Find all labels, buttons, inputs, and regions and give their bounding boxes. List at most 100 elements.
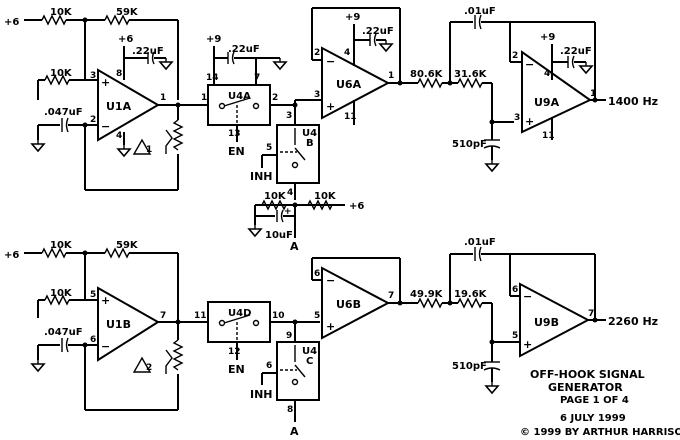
svg-text:B: B xyxy=(306,138,314,149)
svg-text:.22uF: .22uF xyxy=(362,26,394,37)
svg-text:.01uF: .01uF xyxy=(464,6,496,17)
svg-text:12: 12 xyxy=(228,347,241,357)
svg-text:2: 2 xyxy=(90,115,96,125)
svg-text:10uF: 10uF xyxy=(265,230,293,241)
inh-bottom: INH xyxy=(250,388,273,401)
c047-top-label: .047uF xyxy=(44,107,83,118)
title-copyright: © 1999 BY ARTHUR HARRISON xyxy=(520,427,680,438)
svg-text:10K: 10K xyxy=(50,288,73,299)
svg-text:+: + xyxy=(525,115,534,128)
svg-text:.047uF: .047uF xyxy=(44,327,83,338)
svg-text:6: 6 xyxy=(266,361,272,371)
svg-text:.22uF: .22uF xyxy=(228,44,260,55)
u4b-label: U4 xyxy=(302,128,317,139)
u9b-opamp xyxy=(519,282,591,358)
svg-text:14: 14 xyxy=(206,73,219,83)
svg-text:−: − xyxy=(101,340,110,353)
svg-text:4: 4 xyxy=(344,48,350,58)
net-a-top: A xyxy=(290,240,299,253)
svg-text:6: 6 xyxy=(90,335,96,345)
u4c-label: U4 xyxy=(302,346,317,357)
svg-text:−: − xyxy=(523,290,532,303)
supply-plus6-top: +6 xyxy=(4,17,19,28)
title-line1: OFF-HOOK SIGNAL xyxy=(530,368,645,381)
note-triangle-2 xyxy=(132,356,152,373)
top-channel: +6 10K 59K 10K .047uF U1A + − 3 2 1 xyxy=(4,6,658,253)
svg-text:7: 7 xyxy=(588,309,594,319)
svg-text:6: 6 xyxy=(314,269,320,279)
bottom-channel: +6 10K 59K 10K .047uF U1B + − 5 6 7 xyxy=(4,237,658,438)
svg-text:49.9K: 49.9K xyxy=(410,289,444,300)
u1b-opamp xyxy=(97,286,160,362)
svg-text:+6: +6 xyxy=(349,201,364,212)
output-2260hz: 2260 Hz xyxy=(608,315,658,328)
u9a-opamp xyxy=(521,50,592,134)
svg-text:8: 8 xyxy=(116,69,122,79)
svg-text:1: 1 xyxy=(590,89,596,99)
svg-text:+9: +9 xyxy=(345,12,360,23)
svg-text:11: 11 xyxy=(344,112,357,122)
svg-text:1: 1 xyxy=(201,93,207,103)
svg-text:13: 13 xyxy=(228,129,241,139)
svg-text:.22uF: .22uF xyxy=(132,46,164,57)
svg-text:+9: +9 xyxy=(540,32,555,43)
svg-text:19.6K: 19.6K xyxy=(454,289,488,300)
r10k-top-b: 10K xyxy=(50,68,73,79)
svg-text:11: 11 xyxy=(194,311,207,321)
inh-top: INH xyxy=(250,170,273,183)
en-bottom: EN xyxy=(228,363,245,376)
svg-text:3: 3 xyxy=(286,111,292,121)
svg-text:+: + xyxy=(284,207,292,217)
note-triangle-1 xyxy=(132,138,152,155)
u1a-label: U1A xyxy=(106,100,132,113)
svg-text:31.6K: 31.6K xyxy=(454,69,488,80)
u4d-label: U4D xyxy=(228,308,251,319)
svg-text:+: + xyxy=(523,338,532,351)
svg-text:8: 8 xyxy=(287,405,293,415)
svg-text:1: 1 xyxy=(146,145,152,155)
svg-text:10K: 10K xyxy=(50,240,73,251)
svg-text:2: 2 xyxy=(146,363,152,373)
supply-plus6-bottom: +6 xyxy=(4,250,19,261)
svg-text:+: + xyxy=(326,100,335,113)
svg-text:4: 4 xyxy=(544,69,550,79)
title-line3: PAGE 1 OF 4 xyxy=(560,395,629,406)
svg-text:3: 3 xyxy=(314,90,320,100)
r10k-top-a: 10K xyxy=(50,7,73,18)
u6a-label: U6A xyxy=(336,78,362,91)
svg-text:5: 5 xyxy=(90,290,96,300)
svg-text:11: 11 xyxy=(542,131,555,141)
en-top: EN xyxy=(228,145,245,158)
svg-text:7: 7 xyxy=(388,291,394,301)
svg-text:.01uF: .01uF xyxy=(464,237,496,248)
output-1400hz: 1400 Hz xyxy=(608,95,658,108)
svg-text:5: 5 xyxy=(266,143,272,153)
svg-text:−: − xyxy=(326,274,335,287)
svg-text:4: 4 xyxy=(116,131,122,141)
svg-text:10K: 10K xyxy=(264,191,287,202)
svg-text:80.6K: 80.6K xyxy=(410,69,444,80)
svg-text:2: 2 xyxy=(314,48,320,58)
svg-text:.22uF: .22uF xyxy=(560,46,592,57)
u1b-label: U1B xyxy=(106,318,131,331)
u4d-switch xyxy=(207,301,271,343)
svg-text:+9: +9 xyxy=(206,34,221,45)
svg-text:10: 10 xyxy=(272,311,285,321)
svg-text:+: + xyxy=(101,76,110,89)
svg-text:59K: 59K xyxy=(116,240,139,251)
u9a-label: U9A xyxy=(534,96,560,109)
svg-text:2: 2 xyxy=(512,51,518,61)
svg-text:+6: +6 xyxy=(118,34,133,45)
svg-text:4: 4 xyxy=(287,188,293,198)
u1a-opamp xyxy=(97,68,160,142)
svg-text:10K: 10K xyxy=(314,191,337,202)
title-line2: GENERATOR xyxy=(548,381,623,394)
svg-text:+: + xyxy=(101,294,110,307)
svg-text:510pF: 510pF xyxy=(452,139,487,150)
u6b-label: U6B xyxy=(336,298,361,311)
u9b-label: U9B xyxy=(534,316,559,329)
svg-text:7: 7 xyxy=(254,73,260,83)
svg-text:2: 2 xyxy=(272,93,278,103)
title-date: 6 JULY 1999 xyxy=(560,413,626,424)
